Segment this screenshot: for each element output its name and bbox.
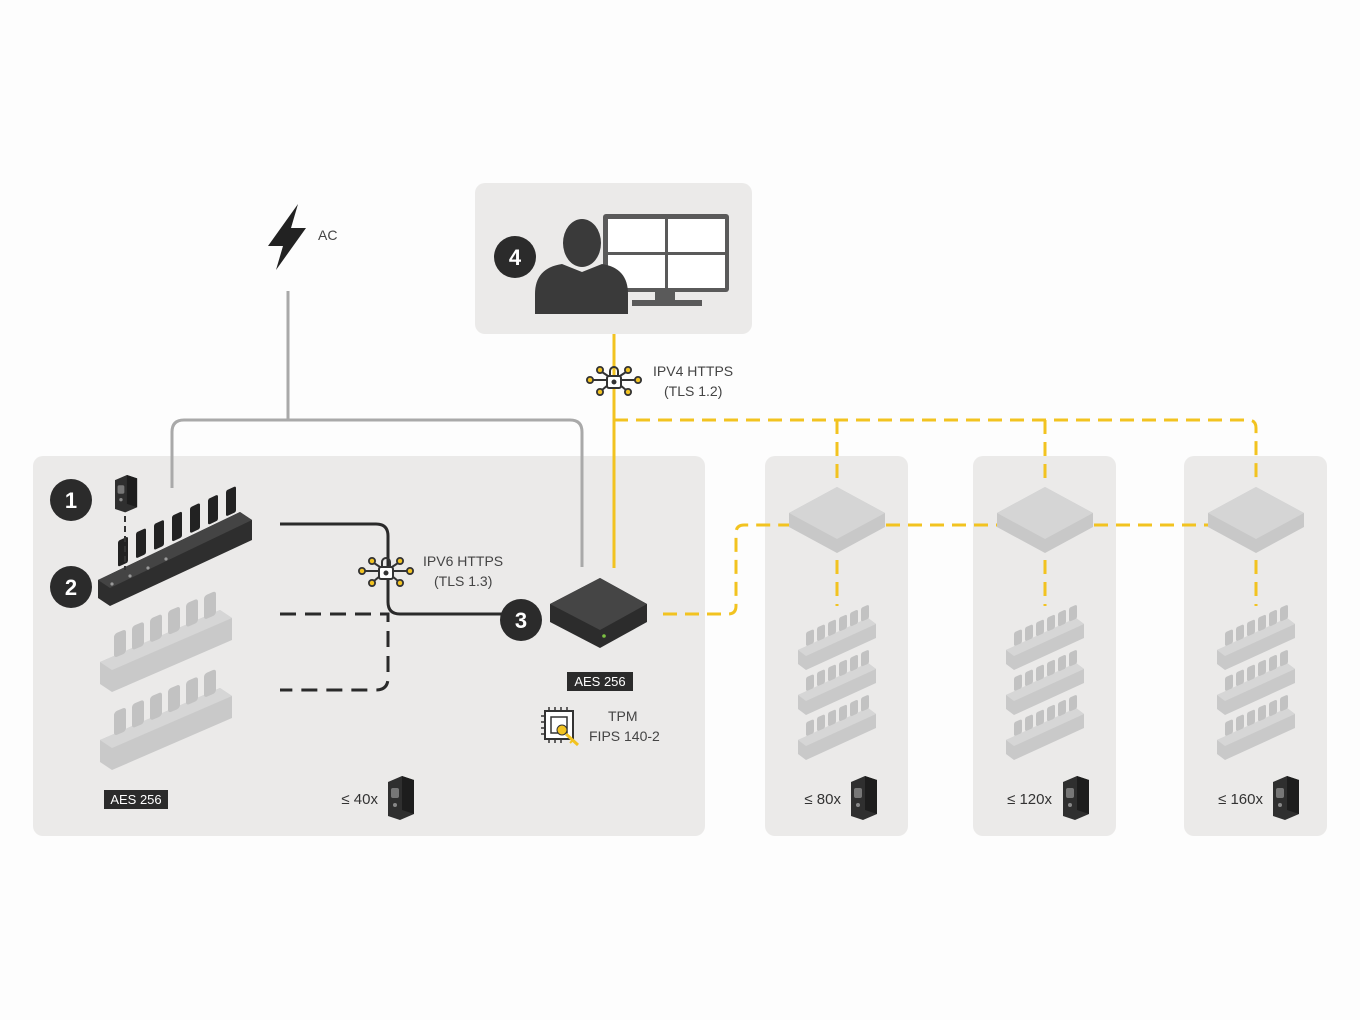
ipv6-protocol-label: IPV6 HTTPS [423,553,503,569]
badge-2 [50,566,92,608]
system-controller [550,578,647,648]
dock-aes-label: AES 256 [110,792,161,807]
tpm-label: TPM [608,708,638,724]
dock-aes-badge [104,790,168,809]
fips-label: FIPS 140-2 [589,728,660,744]
operator-silhouette-icon [535,219,628,314]
active-docking-station [98,486,252,606]
tpm-chip-key-icon [541,707,580,747]
badge-1-number: 1 [65,488,77,513]
ipv6-lock-nodes [359,558,413,586]
ipv4-protocol-label: IPV4 HTTPS [653,363,733,379]
power-cable [170,291,584,567]
badge-1 [50,479,92,521]
ipv4-network-lines [612,334,1258,616]
badge-4 [494,236,536,278]
badge-3 [500,599,542,641]
body-camera-icon [1273,776,1299,820]
lightning-icon [268,204,306,270]
body-camera-icon [851,776,877,820]
ipv4-lock-nodes [587,367,641,395]
ipv6-tls-label: (TLS 1.3) [434,573,492,589]
operator-workstation [535,214,729,314]
controller-aes-label: AES 256 [574,674,625,689]
ipv4-tls-label: (TLS 1.2) [664,383,722,399]
capacity-panel2-label: ≤ 120x [1007,791,1052,808]
body-camera-icon [1063,776,1089,820]
badge-3-number: 3 [515,608,527,633]
capacity-panel1-label: ≤ 80x [804,791,841,808]
controller-aes-badge [567,672,633,691]
badge-4-number: 4 [509,245,522,270]
ac-label: AC [318,227,337,243]
capacity-panel3-label: ≤ 160x [1218,791,1263,808]
body-camera-icon [388,776,414,820]
body-camera-icon [115,475,138,513]
badge-2-number: 2 [65,575,77,600]
capacity-main-label: ≤ 40x [341,791,378,808]
